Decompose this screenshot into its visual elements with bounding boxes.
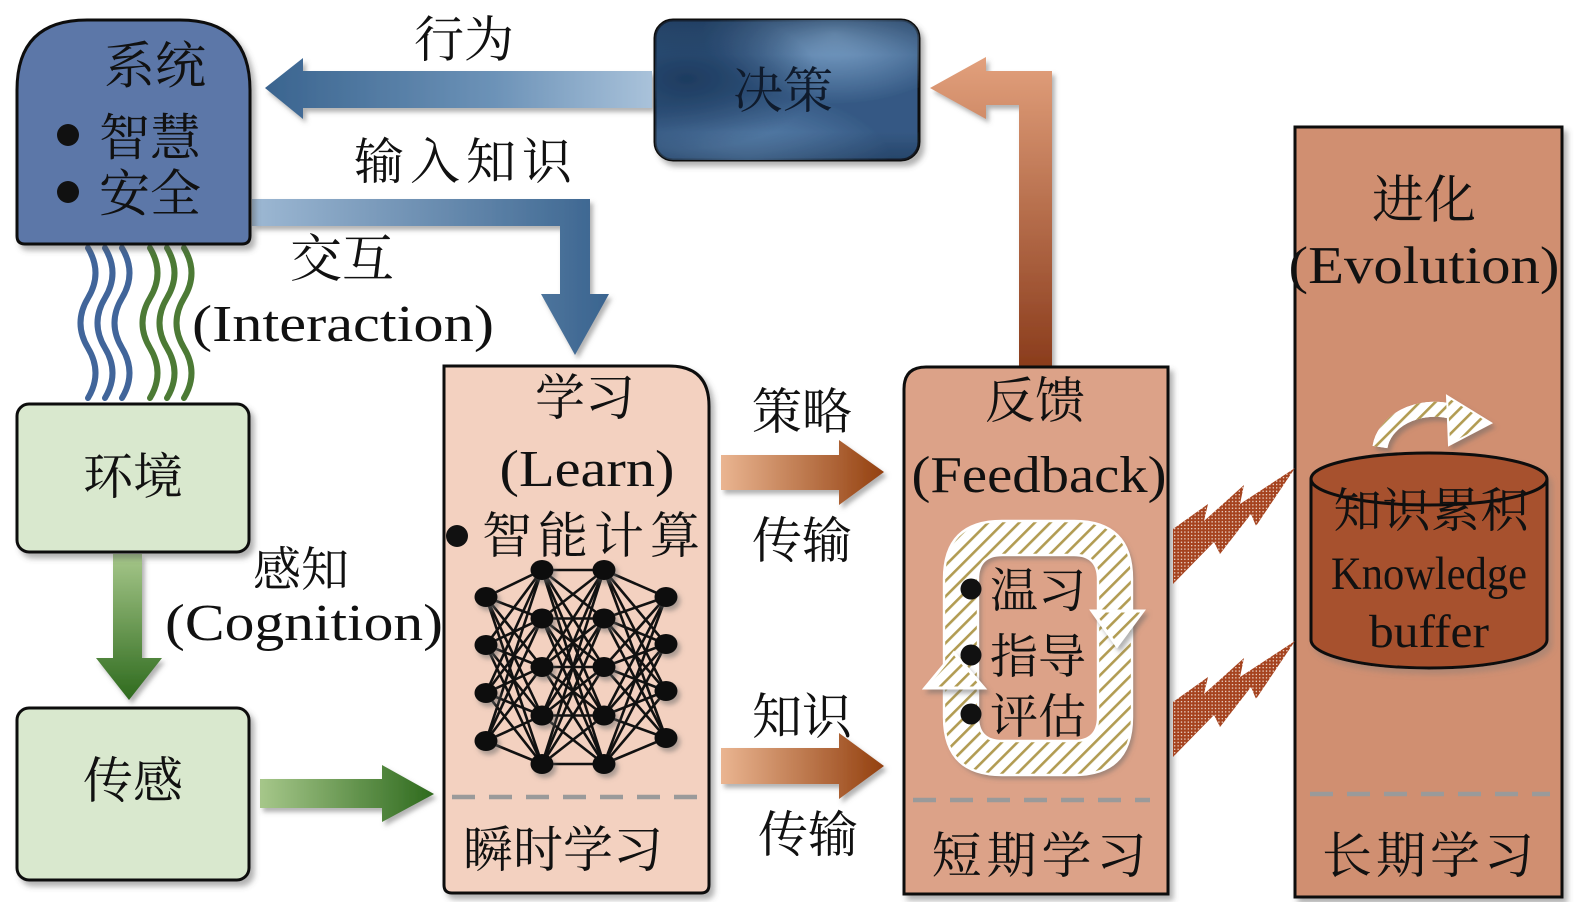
svg-text:(Cognition): (Cognition) bbox=[165, 595, 443, 652]
svg-text:Knowledge: Knowledge bbox=[1331, 548, 1527, 600]
svg-text:buffer: buffer bbox=[1369, 606, 1489, 658]
svg-text:(Evolution): (Evolution) bbox=[1289, 237, 1560, 295]
svg-text:(Learn): (Learn) bbox=[500, 441, 675, 498]
svg-text:(Feedback): (Feedback) bbox=[912, 447, 1167, 504]
svg-text:(Interaction): (Interaction) bbox=[192, 296, 494, 353]
